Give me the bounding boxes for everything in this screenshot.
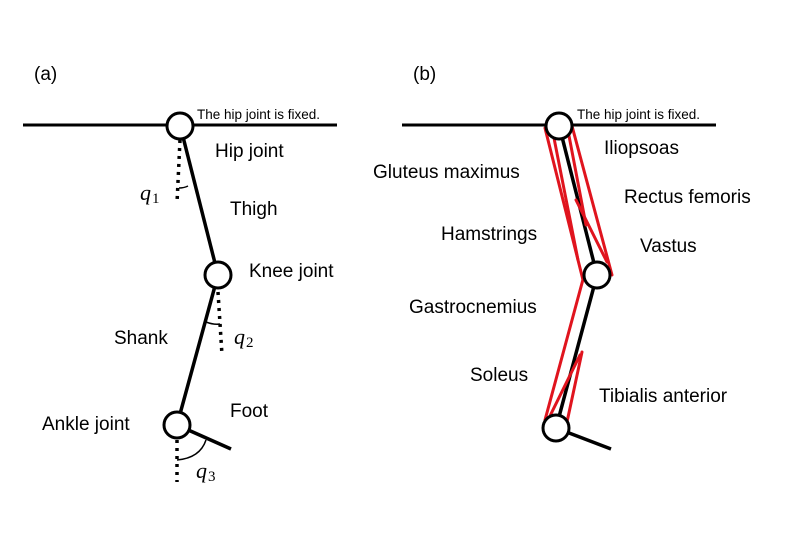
label-soleus: Soleus bbox=[470, 365, 528, 386]
q2-angle-arc bbox=[205, 321, 221, 325]
label-tibialis-anterior: Tibialis anterior bbox=[599, 386, 728, 407]
hip-joint-circle bbox=[165, 111, 195, 141]
ankle-joint-circle bbox=[162, 410, 192, 440]
angle-q2-symbol: q bbox=[234, 324, 245, 349]
knee-joint-circle bbox=[203, 260, 233, 290]
q3-angle-arc bbox=[176, 439, 207, 461]
angle-q1-sub: 1 bbox=[152, 191, 160, 207]
muscle-iliopsoas bbox=[564, 118, 588, 227]
shank-segment-b bbox=[554, 274, 599, 429]
knee-joint-circle-b bbox=[582, 260, 612, 290]
q1-angle-arc bbox=[178, 185, 189, 189]
panel-a: (a) The hip joint is fixed. Hip joint Th… bbox=[23, 64, 337, 485]
muscle-hamstrings bbox=[543, 126, 585, 282]
label-ankle-joint: Ankle joint bbox=[42, 414, 130, 435]
panel-a-tag: (a) bbox=[34, 64, 57, 85]
muscle-vastus bbox=[574, 198, 609, 264]
panel-b-tag: (b) bbox=[413, 64, 436, 85]
angle-q3-symbol: q bbox=[196, 458, 207, 483]
label-rectus-femoris: Rectus femoris bbox=[624, 187, 751, 208]
shank-segment bbox=[175, 274, 220, 426]
muscle-rectus-femoris bbox=[570, 124, 614, 277]
label-gluteus-maximus: Gluteus maximus bbox=[373, 162, 520, 183]
label-foot: Foot bbox=[230, 401, 269, 422]
thigh-segment-b bbox=[557, 124, 599, 276]
label-knee-joint: Knee joint bbox=[249, 261, 334, 282]
label-gastrocnemius: Gastrocnemius bbox=[409, 297, 537, 318]
hip-joint-circle-b bbox=[544, 111, 574, 141]
angle-q2: q2 bbox=[234, 324, 254, 351]
label-hip-joint: Hip joint bbox=[215, 141, 284, 162]
fixed-note-a: The hip joint is fixed. bbox=[197, 107, 320, 122]
label-shank: Shank bbox=[114, 328, 168, 349]
angle-q2-sub: 2 bbox=[246, 335, 254, 351]
angle-q3-sub: 3 bbox=[208, 469, 216, 485]
label-iliopsoas: Iliopsoas bbox=[604, 138, 679, 159]
panel-b: (b) The hip joint is fixed. Iliopsoas Gl… bbox=[373, 64, 751, 451]
angle-q1: q1 bbox=[140, 180, 160, 207]
muscle-tibialis-anterior bbox=[565, 350, 584, 424]
muscle-soleus bbox=[545, 353, 582, 424]
thigh-segment bbox=[178, 124, 220, 276]
muscle-gastrocnemius bbox=[543, 270, 587, 422]
label-thigh: Thigh bbox=[230, 199, 278, 220]
q2-reference-line bbox=[216, 291, 224, 356]
angle-q3: q3 bbox=[196, 458, 216, 485]
label-vastus: Vastus bbox=[640, 236, 697, 257]
ankle-joint-circle-b bbox=[541, 413, 571, 443]
angle-q1-symbol: q bbox=[140, 180, 151, 205]
q1-reference-line bbox=[175, 139, 182, 204]
fixed-note-b: The hip joint is fixed. bbox=[577, 107, 700, 122]
label-hamstrings: Hamstrings bbox=[441, 224, 537, 245]
